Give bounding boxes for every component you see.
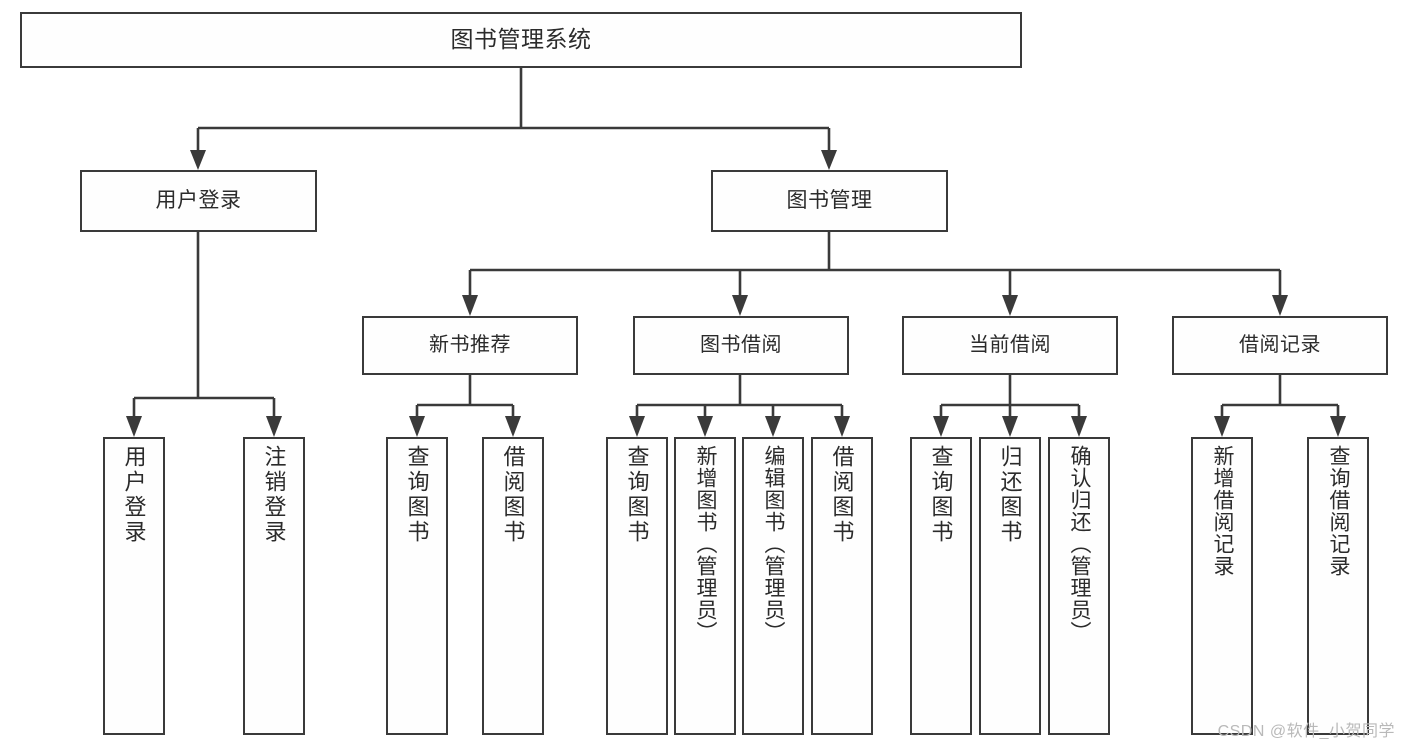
arrow-borrow-c3 (834, 416, 850, 437)
leaf-borrow-add-book-admin[interactable]: 新增图书（管理员） (674, 437, 736, 735)
arrow-record-c1 (1330, 416, 1346, 437)
arrow-bookmg-c1 (732, 295, 748, 316)
node-label: 用户登录 (121, 445, 147, 545)
leaf-current-query-book[interactable]: 查询图书 (910, 437, 972, 735)
leaf-borrow-borrow-book[interactable]: 借阅图书 (811, 437, 873, 735)
node-new-book-recommend[interactable]: 新书推荐 (362, 316, 578, 375)
node-user-login[interactable]: 用户登录 (80, 170, 317, 232)
arrow-root-to-login (190, 150, 206, 170)
node-label: 新增图书（管理员） (694, 445, 718, 643)
leaf-current-return-book[interactable]: 归还图书 (979, 437, 1041, 735)
node-label: 当前借阅 (969, 333, 1051, 356)
node-label: 确认归还（管理员） (1068, 445, 1092, 643)
node-label: 借阅图书 (829, 445, 855, 545)
node-label: 新书推荐 (429, 333, 511, 356)
node-label: 图书管理系统 (450, 26, 592, 53)
node-book-borrow[interactable]: 图书借阅 (633, 316, 849, 375)
node-label: 借阅图书 (500, 445, 526, 545)
arrow-record-c0 (1214, 416, 1230, 437)
node-label: 图书借阅 (700, 333, 782, 356)
leaf-logout-login[interactable]: 注销登录 (243, 437, 305, 735)
arrow-current-c0 (933, 416, 949, 437)
leaf-record-add-record[interactable]: 新增借阅记录 (1191, 437, 1253, 735)
arrow-bookmg-c2 (1002, 295, 1018, 316)
node-borrow-record[interactable]: 借阅记录 (1172, 316, 1388, 375)
node-label: 归还图书 (997, 445, 1023, 545)
arrow-newbook-c0 (409, 416, 425, 437)
node-label: 注销登录 (261, 445, 287, 545)
watermark-text: CSDN @软件_小贺同学 (1217, 723, 1395, 740)
arrow-current-c1 (1002, 416, 1018, 437)
node-label: 查询图书 (928, 445, 954, 545)
node-label: 查询图书 (404, 445, 430, 545)
node-root-system[interactable]: 图书管理系统 (20, 12, 1022, 68)
arrow-current-c2 (1071, 416, 1087, 437)
node-current-borrow[interactable]: 当前借阅 (902, 316, 1118, 375)
leaf-user-login[interactable]: 用户登录 (103, 437, 165, 735)
leaf-borrow-edit-book-admin[interactable]: 编辑图书（管理员） (742, 437, 804, 735)
node-book-management[interactable]: 图书管理 (711, 170, 948, 232)
leaf-record-query-record[interactable]: 查询借阅记录 (1307, 437, 1369, 735)
arrow-login-c0 (126, 416, 142, 437)
arrow-login-c1 (266, 416, 282, 437)
arrow-borrow-c0 (629, 416, 645, 437)
arrow-root-to-bookmg (821, 150, 837, 170)
arrow-bookmg-c3 (1272, 295, 1288, 316)
node-label: 查询借阅记录 (1327, 445, 1351, 577)
leaf-newbook-query-book[interactable]: 查询图书 (386, 437, 448, 735)
node-label: 新增借阅记录 (1211, 445, 1235, 577)
leaf-current-confirm-return-admin[interactable]: 确认归还（管理员） (1048, 437, 1110, 735)
arrow-newbook-c1 (505, 416, 521, 437)
node-label: 用户登录 (155, 188, 242, 212)
node-label: 查询图书 (624, 445, 650, 545)
leaf-newbook-borrow-book[interactable]: 借阅图书 (482, 437, 544, 735)
arrow-borrow-c1 (697, 416, 713, 437)
arrow-bookmg-c0 (462, 295, 478, 316)
leaf-borrow-query-book[interactable]: 查询图书 (606, 437, 668, 735)
node-label: 借阅记录 (1239, 333, 1321, 356)
arrow-borrow-c2 (765, 416, 781, 437)
node-label: 图书管理 (786, 188, 873, 212)
node-label: 编辑图书（管理员） (762, 445, 786, 643)
